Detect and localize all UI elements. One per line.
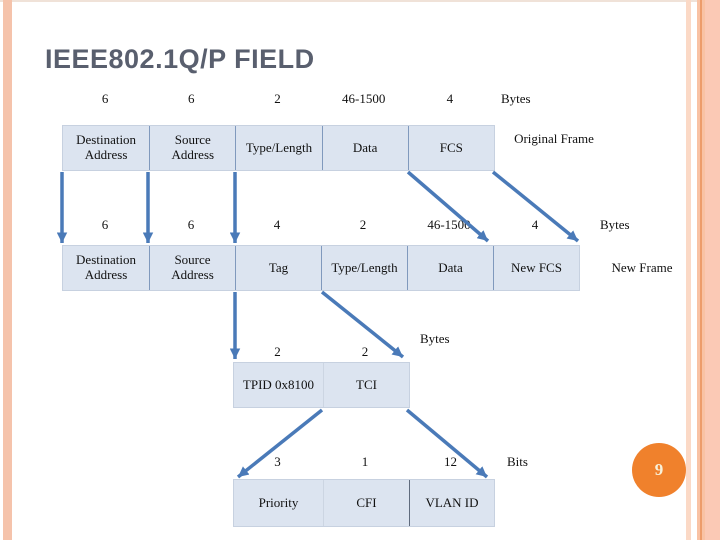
field-new-fcs: New FCS xyxy=(493,246,579,290)
field-tag: Tag xyxy=(235,246,321,290)
size-label: 3 xyxy=(274,454,281,469)
field-destination-address: Destination Address xyxy=(76,252,136,282)
new-frame-caption: New Frame xyxy=(611,260,673,275)
new-frame-sizes-row: 6 6 4 2 46-1500 4 Bytes xyxy=(62,217,630,233)
size-label: 6 xyxy=(187,217,195,232)
left-edge-stripe xyxy=(3,0,12,540)
size-label: 4 xyxy=(531,217,539,232)
size-label: 2 xyxy=(274,91,281,106)
page-number-badge: 9 xyxy=(632,443,686,497)
field-destination-address: Destination Address xyxy=(76,132,137,162)
size-label: 12 xyxy=(444,454,457,469)
bytes-unit-label: Bytes xyxy=(600,217,630,232)
slide-title: IEEE802.1Q/P FIELD xyxy=(45,44,315,74)
size-label: 2 xyxy=(359,217,367,232)
size-label: 6 xyxy=(101,91,109,106)
right-edge-stripe-1 xyxy=(686,0,691,540)
size-label: 46-1500 xyxy=(427,217,471,232)
size-label: 4 xyxy=(446,91,454,106)
right-edge-stripe-2 xyxy=(697,0,700,540)
bytes-unit-label: Bytes xyxy=(500,91,531,106)
size-label: 2 xyxy=(274,344,281,359)
tag-sizes-row: 2 2 xyxy=(233,344,408,360)
field-type-length: Type/Length xyxy=(321,246,407,290)
size-label: 2 xyxy=(361,344,369,359)
original-frame-caption: Original Frame xyxy=(514,131,594,146)
field-source-address: Source Address xyxy=(149,126,235,170)
bytes-unit-label: Bytes xyxy=(420,331,450,346)
original-frame-sizes-row: 6 6 2 46-1500 4 Bytes xyxy=(62,91,531,107)
field-tpid: TPID 0x8100 xyxy=(242,376,315,392)
field-data: Data xyxy=(321,126,408,170)
right-edge-stripe-4 xyxy=(702,0,705,540)
field-tci: TCI xyxy=(323,363,409,407)
bits-unit-label: Bits xyxy=(507,454,528,469)
tci-sizes-row: 3 1 12 Bits xyxy=(233,454,528,470)
size-label: 6 xyxy=(101,217,109,232)
field-type-length: Type/Length xyxy=(235,126,321,170)
field-source-address: Source Address xyxy=(149,246,235,290)
size-label: 46-1500 xyxy=(341,91,386,106)
right-edge-stripe-5 xyxy=(705,0,720,540)
field-cfi: CFI xyxy=(323,480,409,526)
field-fcs: FCS xyxy=(407,126,494,170)
size-label: 4 xyxy=(273,217,281,232)
page-number: 9 xyxy=(654,460,664,479)
top-border-line xyxy=(0,0,720,2)
size-label: 1 xyxy=(361,454,369,469)
field-data: Data xyxy=(407,246,493,290)
original-frame-table: Destination Address Source Address Type/… xyxy=(62,125,495,171)
field-vlan-id: VLAN ID xyxy=(409,480,494,526)
size-label: 6 xyxy=(188,91,195,106)
right-edge-stripe-3 xyxy=(700,0,702,540)
tci-table: Priority CFI VLAN ID xyxy=(233,479,495,527)
field-priority: Priority xyxy=(258,494,299,510)
new-frame-table: Destination Address Source Address Tag T… xyxy=(62,245,580,291)
tag-table: TPID 0x8100 TCI xyxy=(233,362,410,408)
